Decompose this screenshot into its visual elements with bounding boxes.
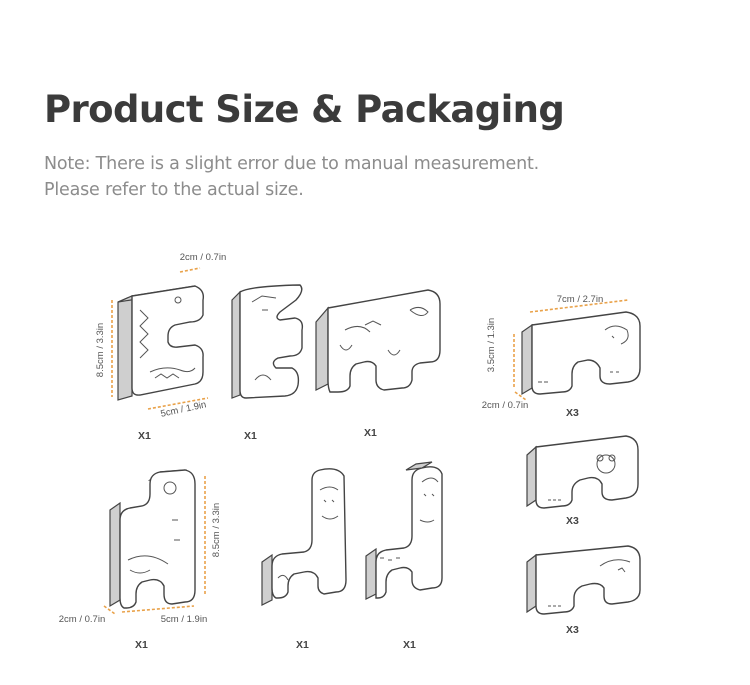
giraffe-height-label: 8.5cm / 3.3in: [211, 503, 222, 557]
note-line-1: Note: There is a slight error due to man…: [44, 154, 540, 174]
hippo-length-line: [529, 299, 629, 313]
giraffe-width-line: [121, 605, 195, 613]
giraffe-qty: X1: [135, 639, 148, 651]
rhino-qty: X3: [566, 624, 579, 636]
measurement-note: Note: There is a slight error due to man…: [44, 151, 539, 203]
bird-qty: X1: [244, 430, 257, 442]
crocodile-height-label: 8.5cm / 3.3in: [95, 323, 106, 377]
hippo-depth-label: 2cm / 0.7in: [482, 400, 528, 411]
crocodile-depth-line: [179, 267, 201, 273]
hippo-height-label: 3.5cm / 1.3in: [486, 318, 497, 372]
giraffe-width-label: 5cm / 1.9in: [161, 614, 207, 625]
crocodile-depth-label: 2cm / 0.7in: [180, 252, 226, 263]
page-title: Product Size & Packaging: [44, 88, 565, 131]
cow-piece: [315, 289, 441, 393]
bird-piece: [231, 284, 304, 399]
cow-qty: X1: [364, 427, 377, 439]
koala-piece: [526, 435, 639, 509]
crocodile-width-line: [147, 397, 209, 410]
hippo-length-label: 7cm / 2.7in: [557, 294, 603, 305]
koala-qty: X3: [566, 515, 579, 527]
hippo-qty: X3: [566, 407, 579, 419]
owl-piece: [365, 461, 443, 600]
hippo-depth-line: [514, 391, 527, 401]
note-line-2: Please refer to the actual size.: [44, 180, 304, 200]
giraffe-depth-line: [103, 605, 116, 615]
rhino-piece: [526, 545, 641, 615]
crocodile-piece: [117, 285, 205, 401]
owl-qty: X1: [403, 639, 416, 651]
giraffe-piece: [109, 469, 196, 609]
horse-piece: [261, 468, 347, 606]
horse-qty: X1: [296, 639, 309, 651]
crocodile-qty: X1: [138, 430, 151, 442]
hippo-piece: [521, 311, 641, 396]
giraffe-depth-label: 2cm / 0.7in: [59, 614, 105, 625]
